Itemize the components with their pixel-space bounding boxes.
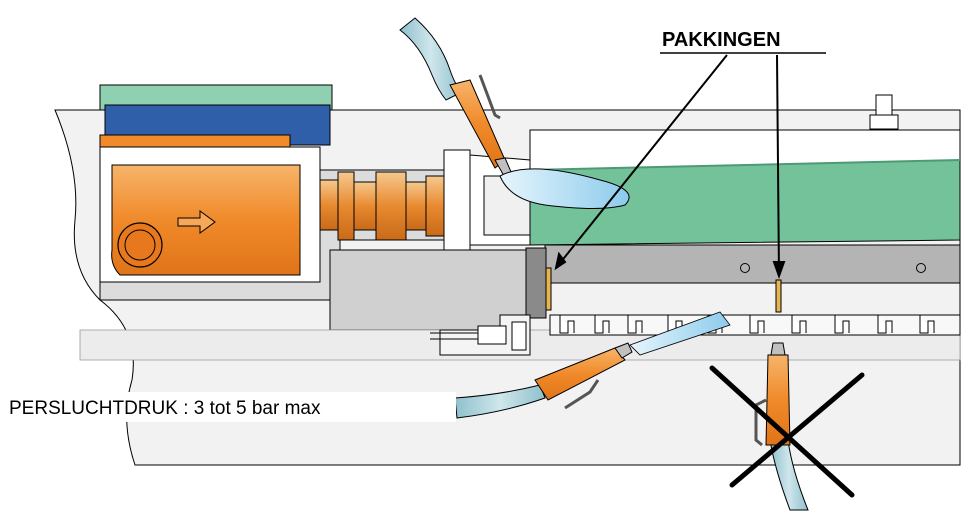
air-pressure-label-bg xyxy=(4,392,456,422)
cross-out-icon xyxy=(709,365,865,498)
air-gun-bottom xyxy=(454,311,731,419)
bolt xyxy=(869,94,899,130)
conveyor-channel xyxy=(525,129,961,319)
comb-teeth xyxy=(549,314,961,336)
gaskets xyxy=(545,267,782,313)
arrow-right-icon xyxy=(177,210,216,234)
air-fitting xyxy=(319,149,531,251)
gaskets-label: PAKKINGEN xyxy=(662,29,781,51)
air-gun-top xyxy=(399,17,630,209)
air-pressure-label: PERSLUCHTDRUK : 3 tot 5 bar max xyxy=(9,398,321,419)
motor xyxy=(99,84,333,283)
bracket xyxy=(430,314,531,356)
pointer-lines xyxy=(554,54,786,279)
